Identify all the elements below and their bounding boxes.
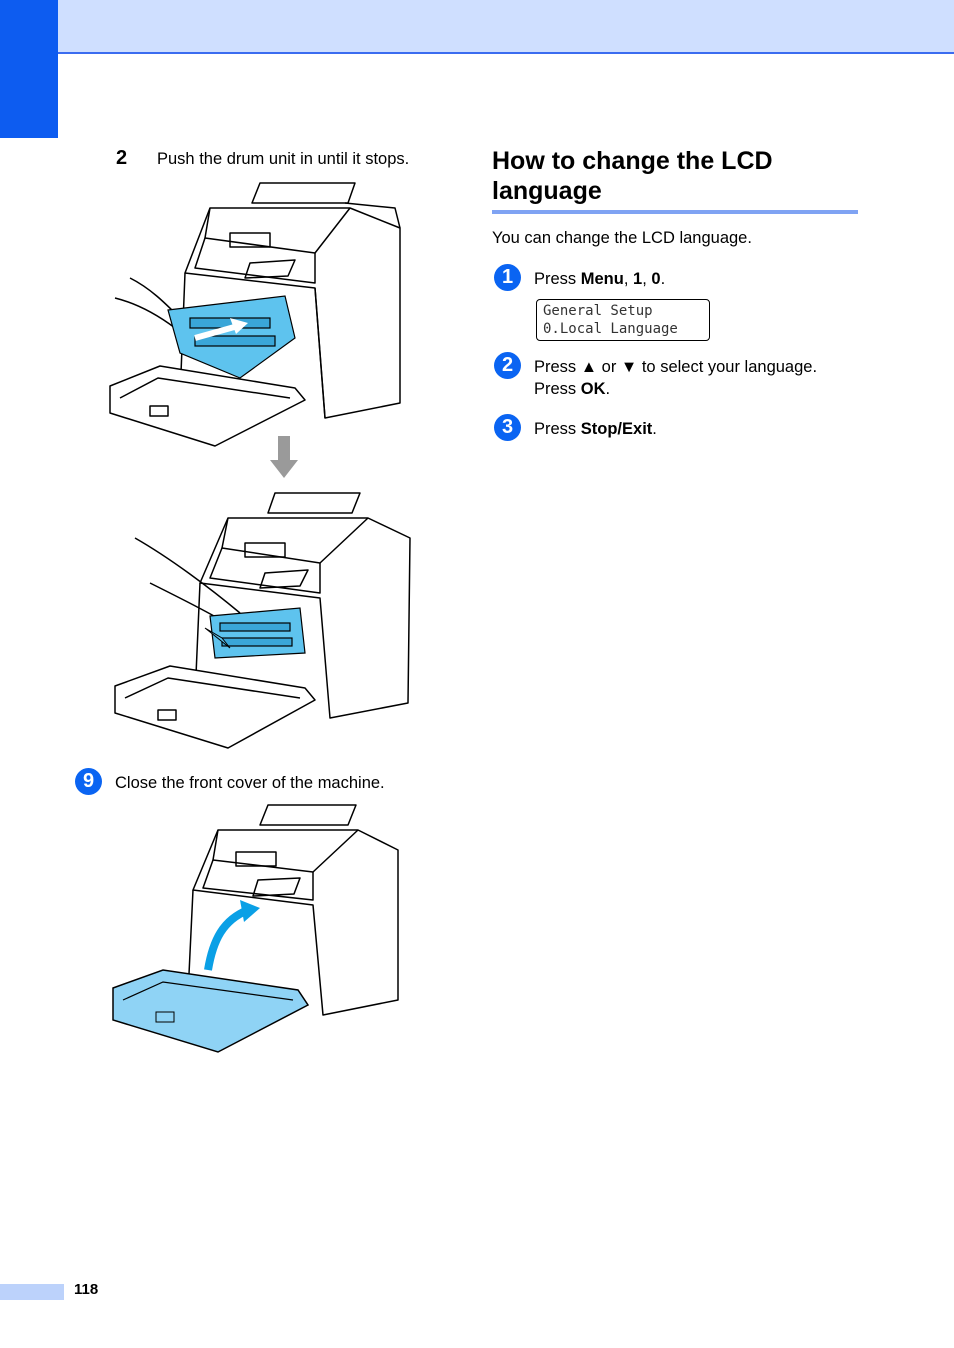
chapter-tab [0,0,58,138]
close-cover-illustration [112,804,399,1053]
footer-bar [0,1284,64,1300]
step-3-text: Press Stop/Exit. [534,420,657,438]
page-title: How to change the LCD language [492,147,773,205]
step-9-badge: 9 [75,768,102,795]
drum-unit-illustration-2 [114,492,411,749]
step-1-text: Press Menu, 1, 0. [534,270,666,288]
page-header-bar [58,0,954,54]
step-2-language-text: Press ▲ or ▼ to select your language. Pr… [534,358,818,398]
step-1-badge: 1 [494,264,521,291]
step-9-text: Close the front cover of the machine. [115,774,385,792]
step-2-number: 2 [116,147,128,169]
title-underline [492,210,858,214]
step-3-badge: 3 [494,414,521,441]
lcd-line-2: 0.Local Language [543,321,678,337]
drum-unit-illustration-1 [109,182,401,447]
page-number: 118 [74,1281,99,1298]
intro-text: You can change the LCD language. [492,229,752,247]
lcd-display: General Setup 0.Local Language [536,299,710,341]
step-2-badge: 2 [494,352,521,379]
down-arrow-icon [270,436,298,478]
step-2-text: Push the drum unit in until it stops. [157,150,410,168]
lcd-line-1: General Setup [543,303,653,319]
